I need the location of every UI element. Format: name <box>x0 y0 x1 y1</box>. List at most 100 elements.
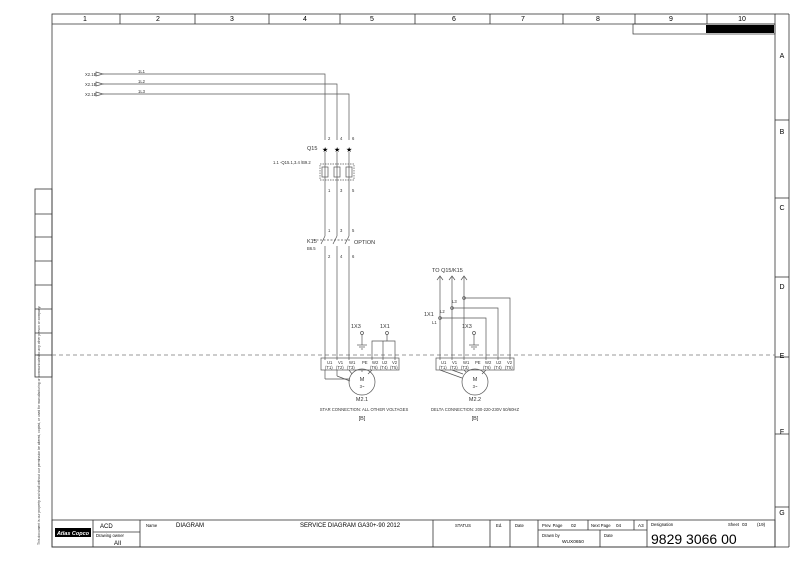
q15-pin: 2 <box>328 136 331 141</box>
wire-label: 1L1 <box>138 69 146 74</box>
left-revision-table <box>34 188 53 378</box>
m2-term-sub: (T4) <box>494 365 502 370</box>
tb-drawing-number: 9829 3066 00 <box>651 531 737 547</box>
motor2-link: L2 <box>440 309 445 314</box>
row-grid: A B C D E F G <box>775 53 789 517</box>
col-label: 9 <box>669 16 673 23</box>
m1-term: PE <box>362 360 368 365</box>
row-label: A <box>780 53 785 60</box>
k15-pin: 1 <box>328 228 331 233</box>
m1-term: U2 <box>382 360 388 365</box>
col-label: 7 <box>521 16 525 23</box>
col-label: 3 <box>230 16 234 23</box>
title-block: Atlas Copco ACD Drawing owner AII Name D… <box>51 519 776 548</box>
k15-contactor: 1 3 5 K15 B6.5 OPTION 2 4 6 <box>307 190 375 360</box>
motor1-phase: 3~ <box>360 384 365 389</box>
input-arrow <box>95 71 105 77</box>
col-label: 10 <box>738 16 746 23</box>
k15-pin: 5 <box>352 228 355 233</box>
q15-breaker: Q15 2 4 6 ★ ★ ★ 1.1 -Q15.1,3.4 /B9.2 1 3… <box>273 136 355 193</box>
m1-term-sub: (T5) <box>390 365 398 370</box>
motor2-link: L3 <box>452 299 457 304</box>
wire-label: 1L3 <box>138 89 146 94</box>
k15-tag: K15 <box>307 239 317 245</box>
m2-term-sub: (T3) <box>461 365 469 370</box>
col-label: 6 <box>452 16 456 23</box>
q15-pin: 3 <box>340 188 343 193</box>
m2-term-sub: (T2) <box>450 365 458 370</box>
col-label: 1 <box>83 16 87 23</box>
input-arrow <box>95 81 105 87</box>
k15-ref: B6.5 <box>307 246 316 251</box>
q15-tag: Q15 <box>307 146 317 152</box>
tb-next-label: Next Page <box>591 523 611 528</box>
q15-ref: 1.1 -Q15.1,3.4 /B9.2 <box>273 160 311 165</box>
motor2-note: [B] <box>472 416 479 422</box>
motor1-caption: STAR CONNECTION: ALL OTHER VOLTAGES <box>320 407 409 412</box>
row-label: G <box>779 510 784 517</box>
row-label: F <box>780 429 784 436</box>
tb-owner: AII <box>114 541 122 547</box>
tb-name-label: Name <box>146 523 158 528</box>
tb-ed-label: Ed. <box>496 523 502 528</box>
motor2-circle <box>461 368 489 396</box>
tb-drawn: WUX0650 <box>562 539 584 545</box>
col-label: 8 <box>596 16 600 23</box>
m1-term: V2 <box>392 360 398 365</box>
motor2-name: M2.2 <box>469 397 481 403</box>
m2-term-sub: (T6) <box>483 365 491 370</box>
tb-status-label: STATUS <box>455 523 471 528</box>
tb-prev-label: Prev. Page <box>542 523 563 528</box>
revision-bar <box>706 25 774 33</box>
m2-term: V2 <box>507 360 513 365</box>
input-tag: X2.1B <box>85 92 97 97</box>
motor1-tb1: 1X3 <box>351 324 361 330</box>
brand-logo-text: Atlas Copco <box>56 531 90 537</box>
row-label: C <box>779 205 784 212</box>
tb-date-label: Date <box>515 523 525 528</box>
m1-term-sub: (T6) <box>370 365 378 370</box>
col-label: 2 <box>156 16 160 23</box>
tb-date2-label: Date <box>604 533 614 538</box>
k15-pin: 3 <box>340 228 343 233</box>
tb-sheets: (19) <box>757 522 766 527</box>
left-notice: This document is our property and shall … <box>37 306 41 545</box>
motor1-note: [B] <box>359 416 366 422</box>
motor2-to-label: TO Q15/K15 <box>432 268 463 274</box>
tb-sheet: 03 <box>742 522 748 527</box>
m1-term-sub: (T1) <box>325 365 333 370</box>
motor-m2-1: 1X3 1X1 U1 V1 W1 PE W2 U2 V2 (T1) (T2) (… <box>320 324 409 422</box>
tb-title: SERVICE DIAGRAM GA30+-90 2012 <box>300 523 401 529</box>
row-label: E <box>780 353 785 360</box>
m2-term: U1 <box>441 360 447 365</box>
col-label: 5 <box>370 16 374 23</box>
input-tag: X2.1B <box>85 72 97 77</box>
k15-pin: 4 <box>340 254 343 259</box>
motor2-symbol: M <box>473 377 478 383</box>
k15-pin: 6 <box>352 254 355 259</box>
m1-term: V1 <box>338 360 344 365</box>
q15-contact-mark: ★ <box>334 146 340 154</box>
m1-term: W2 <box>372 360 379 365</box>
row-label: D <box>779 284 784 291</box>
motor1-circle <box>348 368 376 396</box>
col-label: 4 <box>303 16 307 23</box>
m1-term-sub: (T2) <box>336 365 344 370</box>
motor2-tb2: 1X3 <box>462 324 472 330</box>
m2-term-sub: (T1) <box>439 365 447 370</box>
q15-contact-mark: ★ <box>322 146 328 154</box>
tb-next: 04 <box>616 523 622 528</box>
tb-drawn-label: Drawn by <box>542 533 561 538</box>
m2-term: U2 <box>496 360 502 365</box>
m1-term: U1 <box>327 360 333 365</box>
tb-designation-label: Designation <box>651 522 674 527</box>
q15-pin: 4 <box>340 136 343 141</box>
q15-pin: 5 <box>352 188 355 193</box>
k15-pin: 2 <box>328 254 331 259</box>
input-tag: X2.1B <box>85 82 97 87</box>
motor2-caption: DELTA CONNECTION: 200-220-230V 50/60HZ <box>431 407 519 412</box>
motor1-name: M2.1 <box>356 397 368 403</box>
wire-label: 1L2 <box>138 79 146 84</box>
